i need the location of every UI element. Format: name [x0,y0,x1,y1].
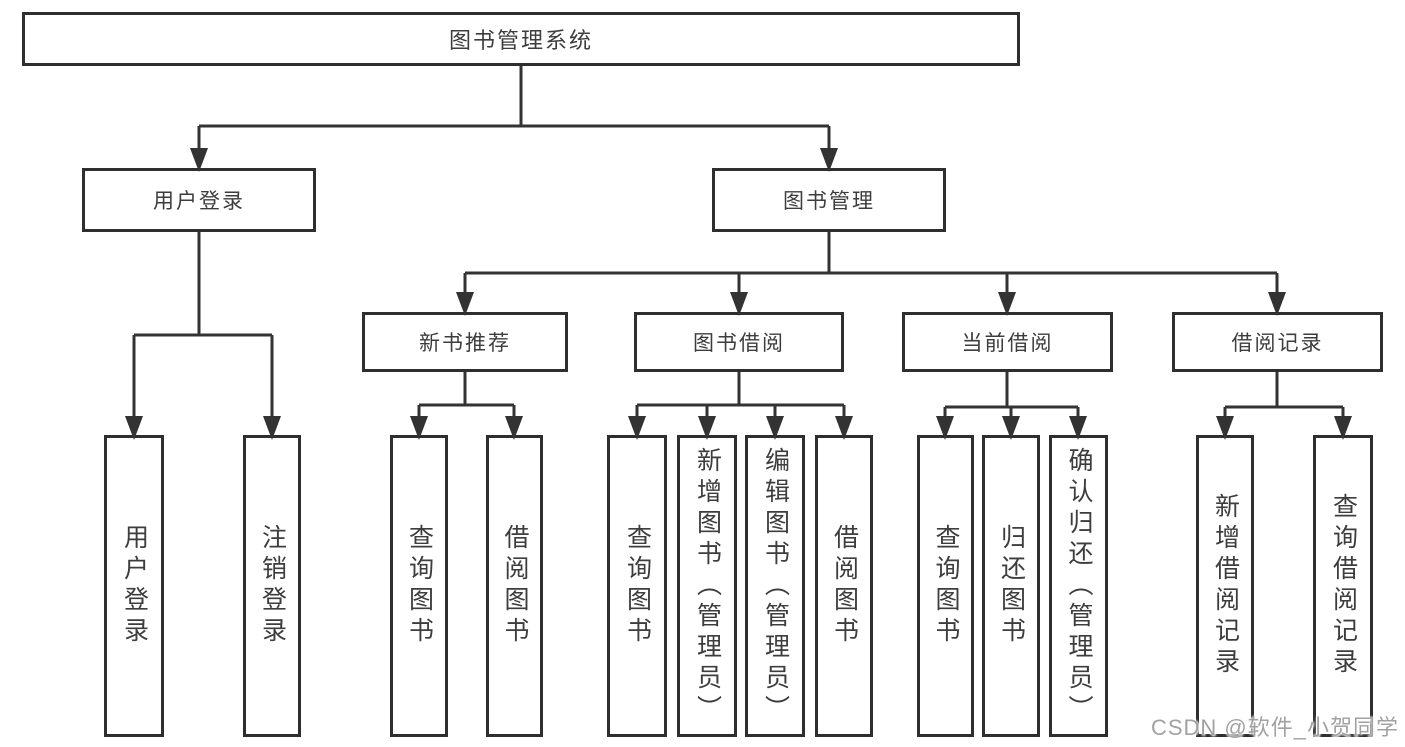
leaf-borrow-book-2: 借阅图书 [815,435,873,737]
node-library-management-system: 图书管理系统 [22,12,1020,66]
node-book-management: 图书管理 [712,168,946,232]
leaf-add-borrow-record: 新增借阅记录 [1196,435,1254,737]
leaf-query-book-1: 查询图书 [390,435,448,737]
leaf-add-book-admin: 新增图书（管理员） [677,435,737,737]
node-new-book-recommend: 新书推荐 [362,312,568,372]
leaf-return-book: 归还图书 [982,435,1040,737]
leaf-query-book-3: 查询图书 [917,435,974,737]
leaf-logout: 注销登录 [243,435,301,737]
node-current-borrow: 当前借阅 [902,312,1113,372]
node-book-borrow: 图书借阅 [634,312,844,372]
leaf-edit-book-admin: 编辑图书（管理员） [745,435,805,737]
node-user-login: 用户登录 [82,168,316,232]
leaf-confirm-return-admin: 确认归还（管理员） [1049,435,1108,737]
node-borrow-record: 借阅记录 [1172,312,1383,372]
watermark: CSDN @软件_小贺同学 [1150,715,1399,740]
leaf-query-borrow-record: 查询借阅记录 [1313,435,1373,737]
leaf-borrow-book-1: 借阅图书 [486,435,543,737]
leaf-user-login: 用户登录 [104,435,164,737]
leaf-query-book-2: 查询图书 [607,435,667,737]
